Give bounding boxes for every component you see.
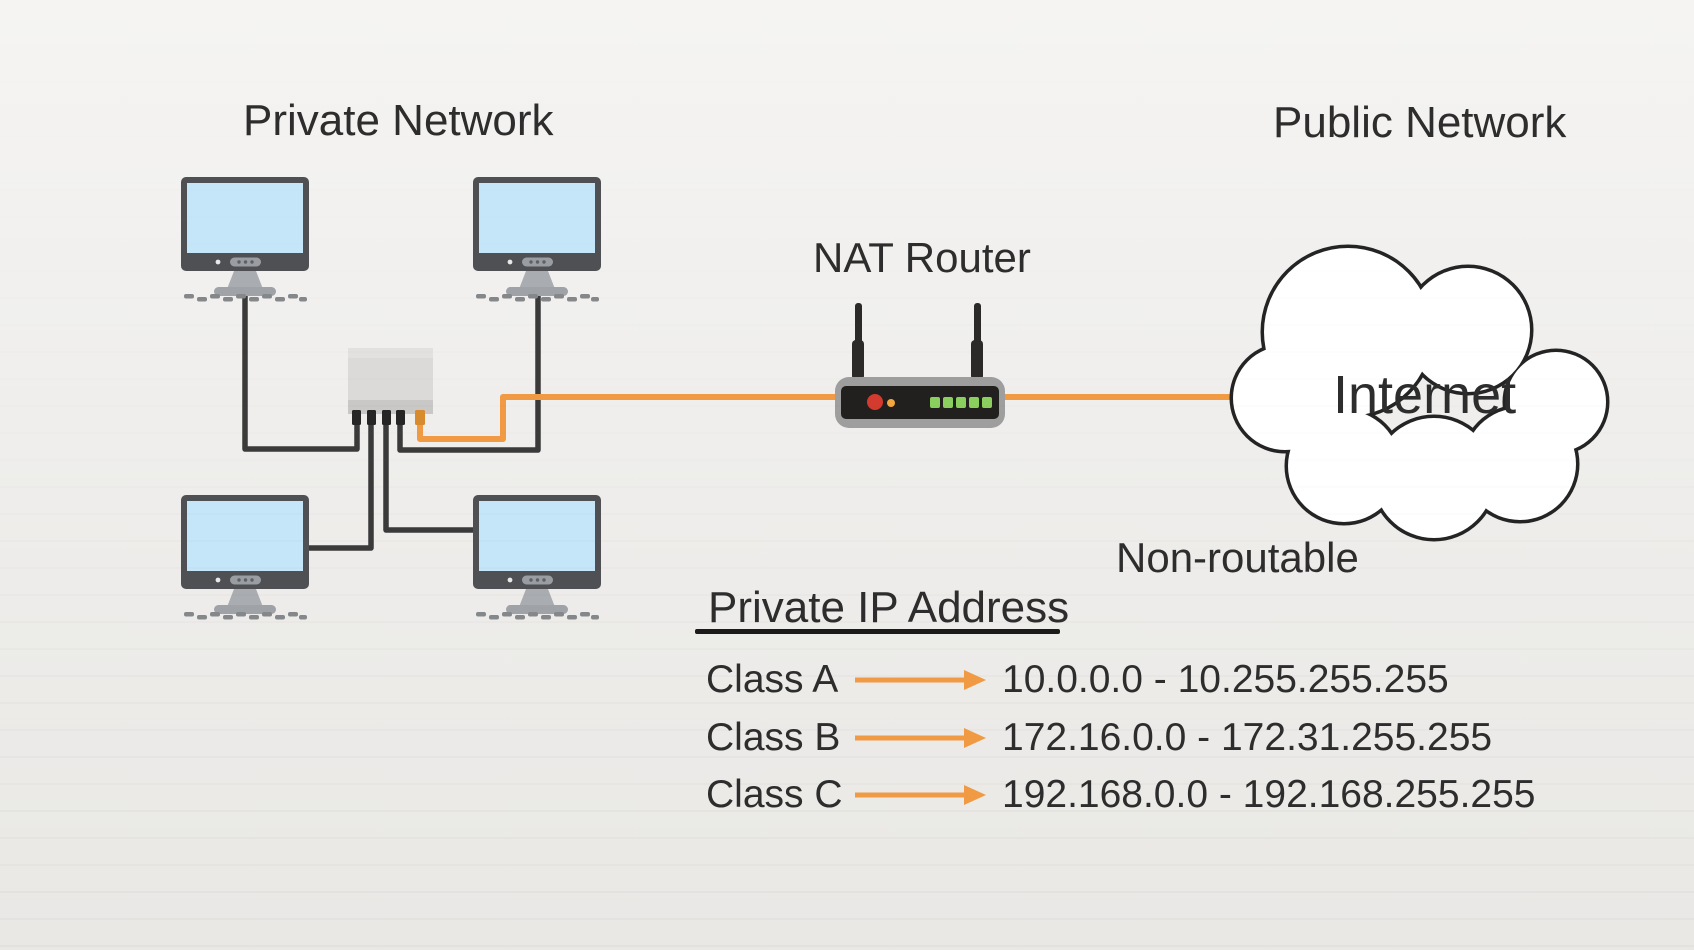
ethernet-cables	[242, 290, 541, 551]
non-routable-label: Non-routable	[1116, 534, 1359, 581]
class-b-range: 172.16.0.0 - 172.31.255.255	[1002, 716, 1493, 759]
class-c-range: 192.168.0.0 - 192.168.255.255	[1002, 773, 1536, 816]
cable-top-right-pc	[397, 290, 541, 453]
class-c-label: Class C	[706, 773, 843, 816]
nat-router-label: NAT Router	[813, 234, 1031, 281]
cable-top-left-pc	[242, 290, 360, 452]
public-network-title: Public Network	[1273, 98, 1567, 147]
internet-label: Internet	[1333, 365, 1517, 425]
ip-class-row-c: Class C 192.168.0.0 - 192.168.255.255	[706, 771, 1535, 819]
ip-class-row-a: Class A 10.0.0.0 - 10.255.255.255	[706, 656, 1449, 704]
computer-top-right	[473, 177, 601, 302]
computer-bottom-right	[473, 495, 601, 620]
class-a-range: 10.0.0.0 - 10.255.255.255	[1002, 658, 1449, 701]
arrow-right-icon	[855, 785, 986, 805]
arrow-right-icon	[855, 670, 986, 690]
class-a-label: Class A	[706, 658, 839, 701]
internet-cloud-icon	[1229, 244, 1610, 542]
computer-top-left	[181, 177, 309, 302]
computer-bottom-left	[181, 495, 309, 620]
cable-bottom-right-pc	[383, 412, 478, 533]
arrow-right-icon	[855, 728, 986, 748]
network-switch-icon	[348, 348, 433, 425]
private-network-title: Private Network	[243, 96, 554, 145]
private-ip-heading: Private IP Address	[708, 583, 1070, 632]
class-b-label: Class B	[706, 716, 841, 759]
cable-bottom-left-pc	[306, 412, 374, 551]
ip-class-row-b: Class B 172.16.0.0 - 172.31.255.255	[706, 714, 1492, 762]
uplink-cable-orange	[417, 394, 1258, 442]
heading-underline	[695, 629, 1060, 634]
wifi-router-icon	[835, 303, 1005, 428]
